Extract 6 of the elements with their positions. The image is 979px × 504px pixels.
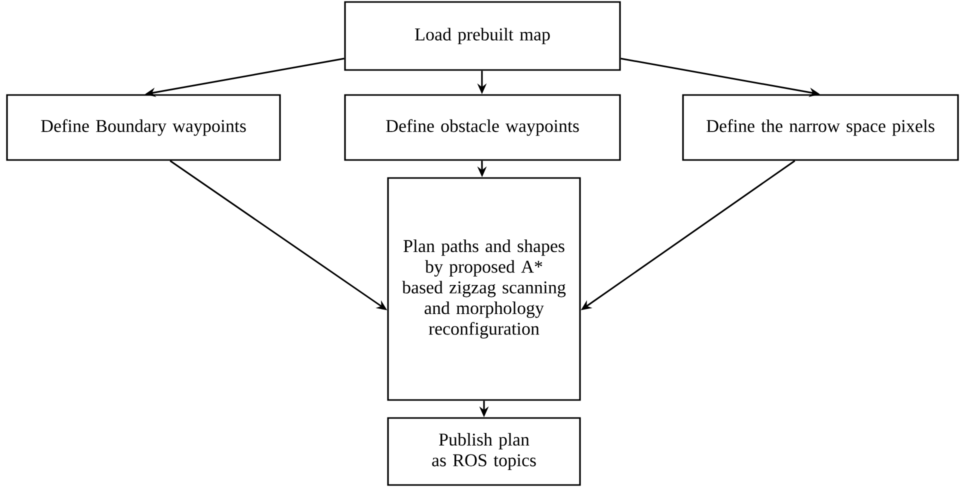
process-box: Publish plan as ROS topics	[387, 417, 581, 486]
process-box: Plan paths and shapes by proposed A* based zigzag scanning and morphology reconfiguration	[387, 177, 581, 401]
process-box: Define the narrow space pixels	[682, 94, 959, 161]
process-box: Define obstacle waypoints	[344, 94, 621, 161]
process-box: Define Boundary waypoints	[6, 94, 281, 161]
process-box: Load prebuilt map	[344, 1, 621, 71]
